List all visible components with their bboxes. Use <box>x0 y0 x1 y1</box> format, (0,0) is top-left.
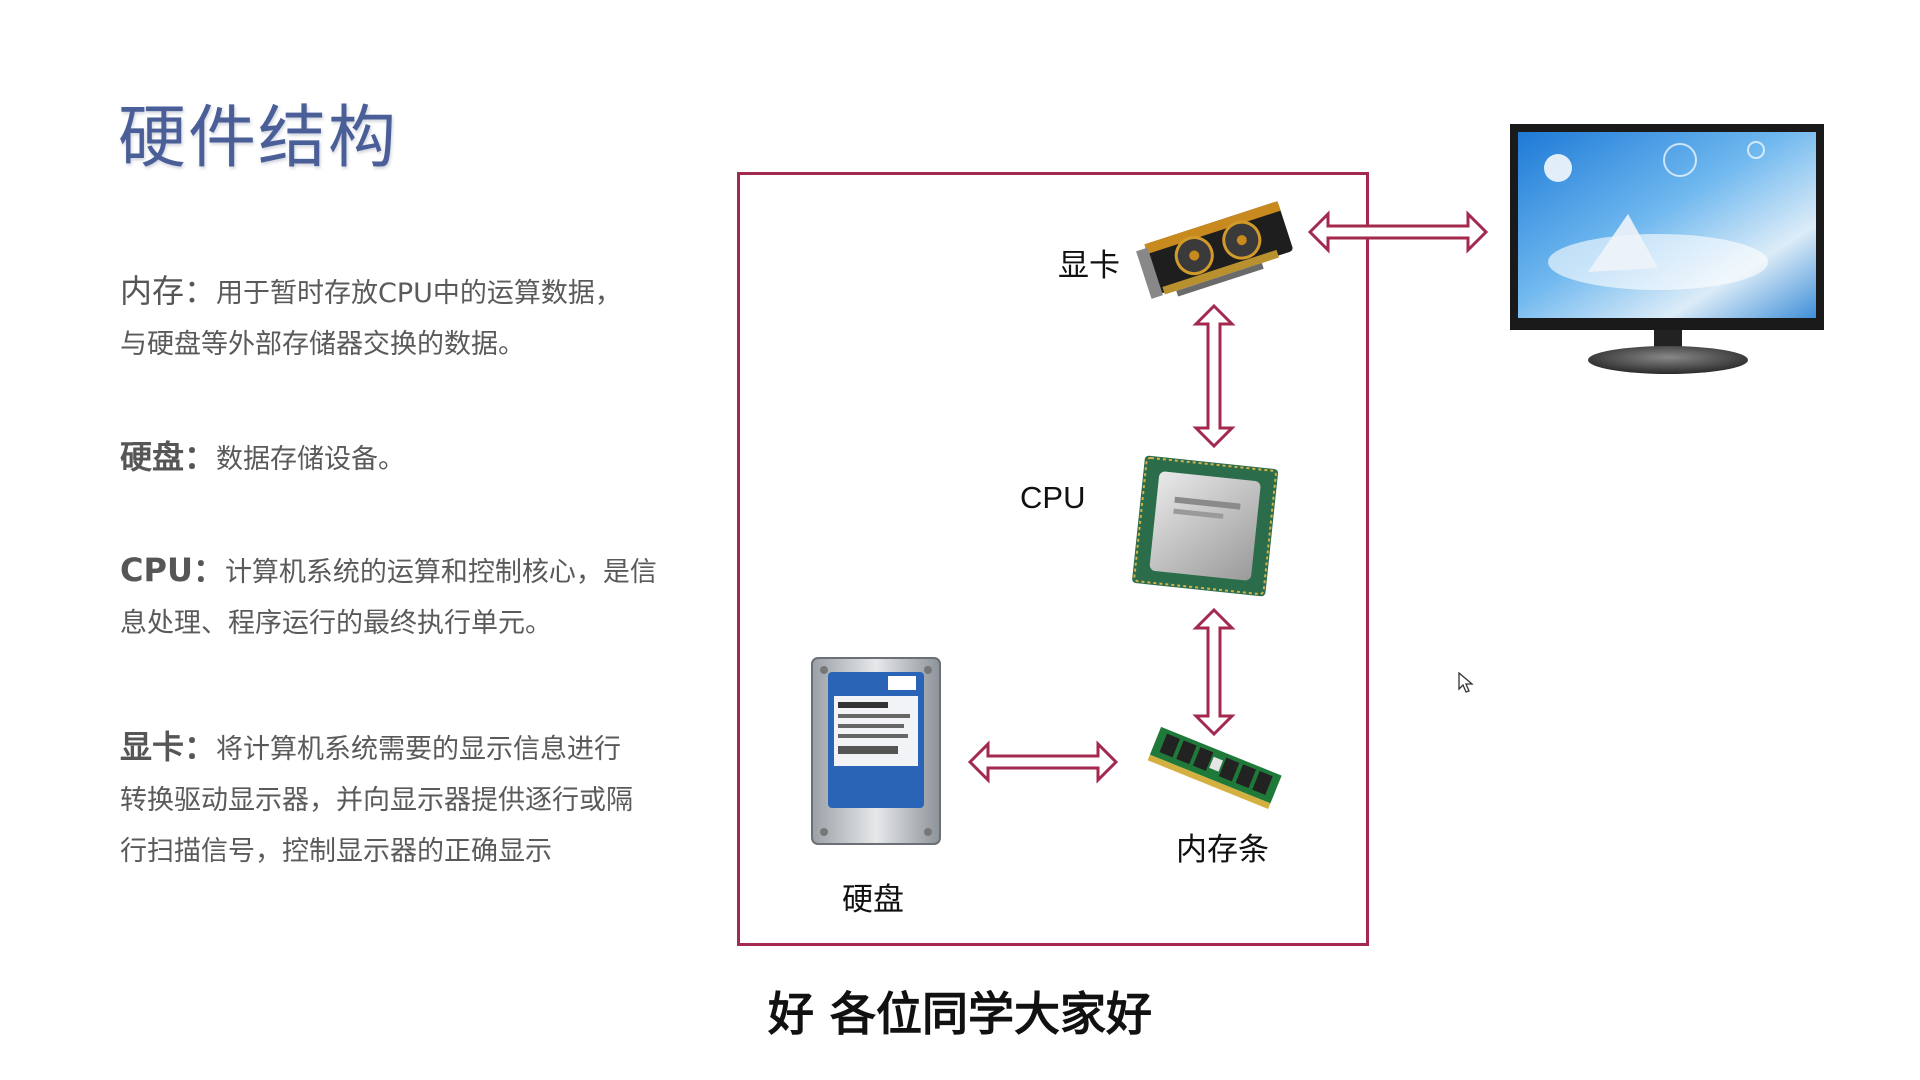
arrow-disk-ram <box>967 740 1119 784</box>
ram-label: 内存条 <box>1176 832 1269 867</box>
ram-module-icon <box>1147 726 1282 809</box>
gpu-label: 显卡 <box>1058 248 1120 283</box>
cpu-desc-line-2: 息处理、程序运行的最终执行单元。 <box>120 608 552 639</box>
arrow-gpu-monitor <box>1307 210 1489 254</box>
arrow-cpu-ram <box>1192 607 1236 737</box>
gpu-desc-line-2: 转换驱动显示器，并向显示器提供逐行或隔 <box>120 785 633 816</box>
memory-description: 内存：用于暂时存放CPU中的运算数据， 与硬盘等外部存储器交换的数据。 <box>120 266 622 370</box>
cpu-desc-line-1: 计算机系统的运算和控制核心，是信 <box>224 557 657 588</box>
graphics-card-icon <box>1136 201 1293 299</box>
cpu-chip-icon <box>1132 455 1279 597</box>
cpu-label: CPU <box>1020 480 1086 515</box>
mouse-cursor-icon <box>1458 672 1474 693</box>
memory-desc-line-1: 用于暂时存放CPU中的运算数据， <box>216 278 622 309</box>
gpu-desc-line-1: 将计算机系统需要的显示信息进行 <box>216 734 622 765</box>
arrow-gpu-cpu <box>1192 303 1236 449</box>
disk-term: 硬盘： <box>120 438 217 476</box>
cpu-description: CPU：计算机系统的运算和控制核心，是信 息处理、程序运行的最终执行单元。 <box>120 545 657 649</box>
disk-desc-line-1: 数据存储设备。 <box>216 444 406 475</box>
diagram-frame <box>737 172 1369 946</box>
disk-label: 硬盘 <box>842 882 904 917</box>
memory-desc-line-2: 与硬盘等外部存储器交换的数据。 <box>120 329 525 360</box>
gpu-term: 显卡： <box>120 728 217 766</box>
disk-description: 硬盘：数据存储设备。 <box>120 432 405 485</box>
monitor-icon <box>1510 124 1824 374</box>
memory-term: 内存： <box>120 272 217 310</box>
gpu-desc-line-3: 行扫描信号，控制显示器的正确显示 <box>120 836 552 867</box>
cpu-term: CPU： <box>120 551 225 589</box>
slide-title: 硬件结构 <box>118 99 399 178</box>
video-subtitle: 好 各位同学大家好 <box>767 987 1152 1041</box>
gpu-description: 显卡：将计算机系统需要的显示信息进行 转换驱动显示器，并向显示器提供逐行或隔 行… <box>120 722 633 877</box>
hard-disk-icon <box>811 657 941 845</box>
